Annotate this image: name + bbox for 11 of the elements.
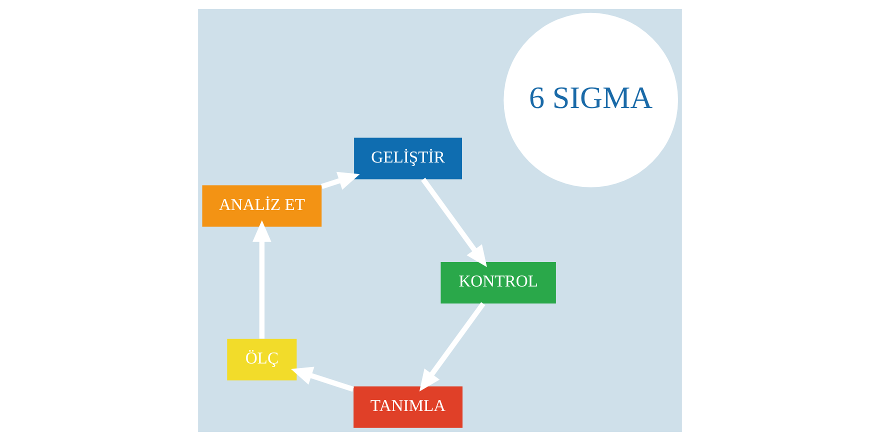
node-box: ÖLÇ: [227, 338, 297, 380]
node-box: KONTROL: [440, 262, 556, 304]
node-box: GELİŞTİR: [354, 137, 462, 179]
arrow: [252, 220, 272, 338]
arrow: [320, 171, 360, 190]
arrow: [290, 366, 354, 392]
arrow: [421, 177, 487, 267]
node-circle: 6 SIGMA: [504, 12, 678, 187]
node-box: TANIMLA: [354, 386, 463, 428]
node-box: ANALİZ ET: [202, 184, 322, 226]
arrow: [419, 302, 486, 391]
